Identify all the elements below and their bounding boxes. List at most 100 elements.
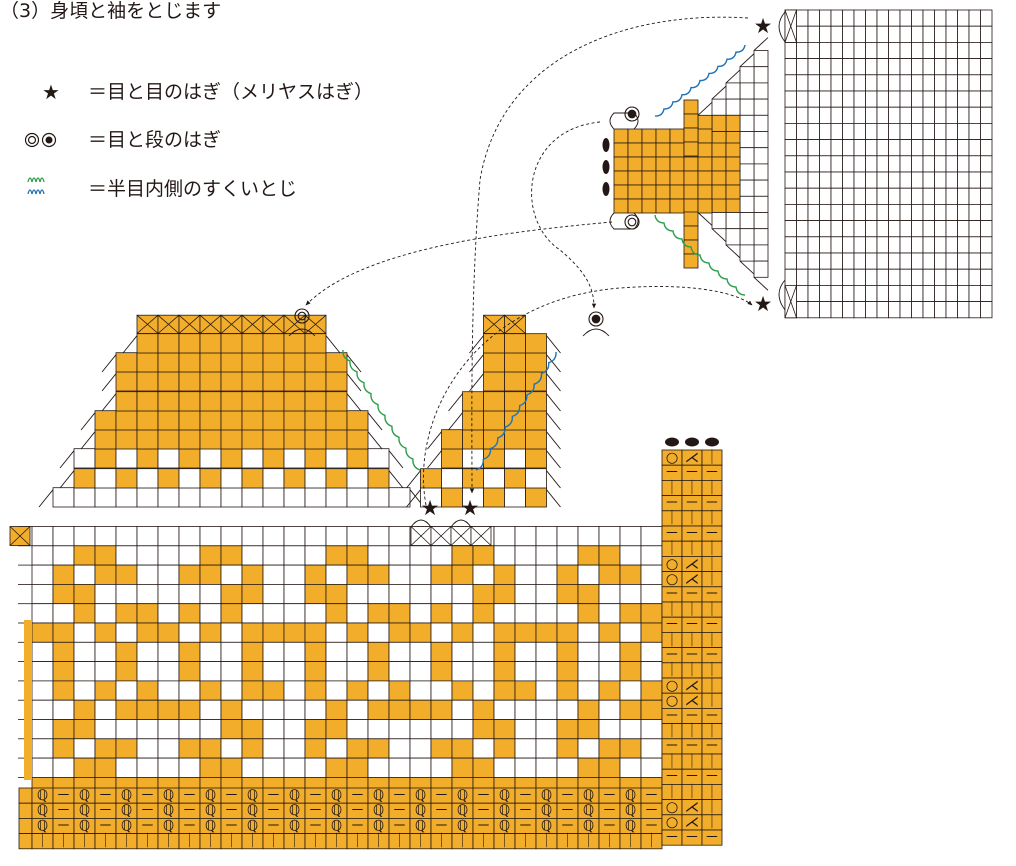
sleeve-core-cell: [655, 156, 671, 172]
chart-cell: [199, 545, 222, 566]
cross-mark: [470, 526, 492, 546]
sleeve-cell: [922, 301, 935, 319]
twisted-stitch-symbol: ℚ: [541, 803, 552, 819]
sleeve-core-cell: [627, 184, 643, 200]
sleeve-cell: [819, 284, 832, 302]
chart-cell: [640, 719, 663, 740]
sleeve-cell: [830, 90, 843, 108]
chart-cell: [514, 661, 537, 682]
star-icon: ★: [754, 14, 773, 38]
chart-cell: [178, 564, 201, 585]
sleeve-cap-cell: [739, 244, 755, 262]
chart-cell: [304, 410, 327, 431]
sleeve-cell: [842, 90, 855, 108]
border-stitch-symbol: －: [665, 495, 679, 511]
chart-cell: [556, 526, 579, 547]
stitch-symbol: ｜: [413, 832, 427, 849]
sleeve-core-cell: [613, 156, 629, 172]
double-circle-icon: [624, 214, 640, 230]
sleeve-core-cell: [641, 170, 657, 186]
chart-cell: [241, 584, 264, 605]
border-stitch-symbol: ｜: [665, 510, 679, 527]
chart-cell: [577, 584, 600, 605]
bind-off-mark: [602, 138, 610, 152]
chart-cell: [462, 410, 484, 431]
chart-cell: [115, 584, 138, 605]
chart-cell: [199, 680, 222, 701]
chart-cell: [346, 661, 369, 682]
cross-mark: [784, 9, 797, 43]
stitch-symbol: －: [224, 803, 238, 819]
chart-cell: [136, 352, 159, 373]
whip-stitch-wave: [654, 44, 746, 117]
joining-annotations: ★★★★: [288, 14, 773, 520]
double-circle-icon: [294, 308, 310, 324]
decrease-mark: [546, 489, 561, 508]
sleeve-cell: [888, 139, 901, 157]
twisted-stitch-symbol: ℚ: [331, 818, 342, 834]
chart-cell: [52, 661, 75, 682]
stitch-symbol: －: [308, 803, 322, 819]
decrease-mark: [346, 354, 362, 373]
twisted-stitch-symbol: ℚ: [79, 788, 90, 804]
border-stitch-symbol: ○: [666, 571, 679, 587]
sleeve-core-cell: [669, 128, 685, 144]
chart-cell: [640, 545, 663, 566]
chart-cell: [283, 564, 306, 585]
chart-cell: [283, 545, 306, 566]
chart-cell: [136, 371, 159, 392]
sleeve-cell: [796, 58, 809, 76]
border-stitch-symbol: －: [685, 526, 699, 542]
sleeve-cell: [934, 187, 947, 205]
chart-cell: [409, 622, 432, 643]
chart-cell: [430, 757, 453, 778]
border-stitch-symbol: ｜: [685, 601, 699, 618]
stitch-symbol: －: [224, 818, 238, 834]
border-stitch-symbol: ｜: [665, 662, 679, 679]
chart-cell: [462, 391, 484, 412]
border-stitch-symbol: ｜: [705, 722, 719, 739]
sleeve-cell: [911, 252, 924, 270]
chart-cell: [241, 468, 264, 489]
chart-cell: [577, 526, 600, 547]
chart-cell: [157, 584, 180, 605]
sleeve-cell: [934, 220, 947, 238]
sleeve-cell: [853, 106, 866, 124]
sleeve-cell: [865, 106, 878, 124]
chart-cell: [483, 468, 505, 489]
chart-cell: [325, 738, 348, 759]
sleeve-cell: [888, 203, 901, 221]
stitch-symbol: ｜: [623, 832, 637, 849]
chart-cell: [525, 371, 547, 392]
decrease-mark: [546, 450, 561, 469]
chart-cell: [178, 410, 201, 431]
sleeve-cell: [922, 187, 935, 205]
sleeve-core-cell: [613, 184, 629, 200]
stitch-symbol: －: [602, 803, 616, 819]
stitch-symbol: ｜: [350, 832, 364, 849]
chart-cell: [598, 584, 621, 605]
sleeve-cell: [807, 58, 820, 76]
sleeve-core-cell: [725, 170, 741, 186]
chart-cell: [640, 757, 663, 778]
sleeve-cell: [819, 9, 832, 27]
sleeve-cell: [968, 42, 981, 60]
sleeve-cell: [922, 106, 935, 124]
double-circle-icon-inner: [627, 217, 637, 227]
sleeve-core-cell: [655, 184, 671, 200]
chart-cell: [619, 622, 642, 643]
chart-cell: [115, 526, 138, 547]
sleeve-cap-cell: [753, 163, 769, 181]
sleeve-cell: [968, 301, 981, 319]
chart-cell: [451, 699, 474, 720]
chart-cell: [535, 699, 558, 720]
legend-wave-icon: [27, 177, 45, 195]
chart-cell: [31, 661, 54, 682]
sleeve-cell: [888, 155, 901, 173]
chart-cell: [367, 564, 390, 585]
chart-cell: [220, 564, 243, 585]
bind-off-mark: [685, 437, 699, 447]
sleeve-cell: [911, 187, 924, 205]
chart-cell: [367, 738, 390, 759]
chart-cell: [94, 487, 117, 508]
